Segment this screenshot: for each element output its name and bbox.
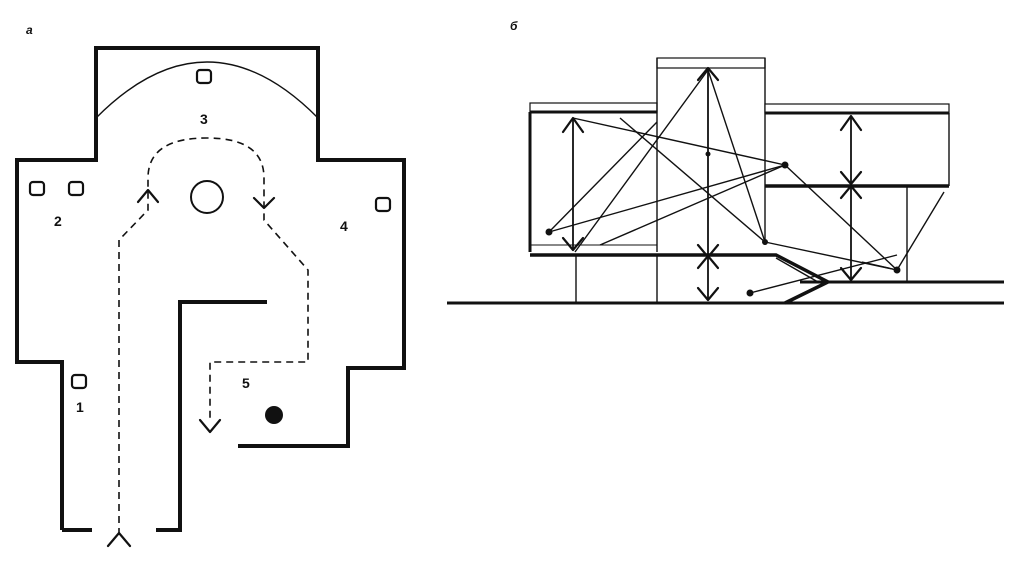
ramp-inner: [775, 257, 819, 283]
roof-slab-center: [656, 57, 766, 69]
chevron-arrow-icon: [696, 66, 720, 82]
chevron-arrow-icon: [198, 418, 222, 434]
observation-point: [746, 289, 754, 297]
observation-point: [893, 266, 901, 274]
sight-line: [572, 117, 786, 166]
chevron-arrow-icon: [839, 170, 863, 186]
chevron-arrow-icon: [252, 196, 276, 210]
chevron-arrow-icon: [136, 188, 160, 204]
apse-arc: [95, 61, 319, 119]
square-marker-icon: [28, 180, 46, 197]
room-label-5: 5: [242, 375, 250, 391]
sight-line: [619, 117, 766, 243]
sight-lines: [548, 69, 945, 294]
room-label-4: 4: [340, 218, 348, 234]
sight-line: [548, 164, 786, 233]
panel-a: а 1 2 3 4 5: [15, 23, 406, 548]
plan-wall-inner: [156, 300, 267, 532]
chevron-arrow-icon: [696, 286, 720, 302]
square-marker-icon: [374, 196, 392, 213]
observation-point: [781, 161, 789, 169]
square-marker-icon: [70, 373, 88, 390]
panel-b: б: [447, 19, 1004, 305]
sight-line: [896, 191, 945, 271]
panel-b-label: б: [510, 19, 518, 33]
room-label-3: 3: [200, 111, 208, 127]
sight-line: [574, 69, 709, 253]
panel-a-label: а: [26, 23, 33, 37]
observation-point: [762, 239, 768, 245]
chevron-arrow-icon: [696, 254, 720, 270]
room-label-2: 2: [54, 213, 62, 229]
sight-line: [749, 254, 898, 294]
filled-dot-icon: [265, 406, 283, 424]
chevron-arrow-icon: [839, 114, 863, 132]
visitor-route: [118, 137, 309, 535]
circle-icon: [190, 180, 224, 214]
observation-point: [545, 228, 553, 236]
sight-line: [861, 261, 898, 271]
square-marker-icon: [195, 68, 213, 85]
sight-line: [548, 121, 658, 233]
plan-wall-left: [15, 46, 406, 530]
chevron-arrow-icon: [106, 531, 132, 548]
sight-line: [784, 164, 898, 271]
sight-line: [707, 69, 766, 243]
floor-slab-ramp: [530, 253, 832, 305]
chevron-arrow-icon: [839, 184, 863, 200]
chevron-arrow-icon: [561, 236, 585, 252]
room-label-1: 1: [76, 399, 84, 415]
chevron-arrow-icon: [839, 266, 863, 282]
square-marker-icon: [67, 180, 85, 197]
sight-line: [599, 164, 786, 246]
observation-point: [705, 151, 711, 157]
